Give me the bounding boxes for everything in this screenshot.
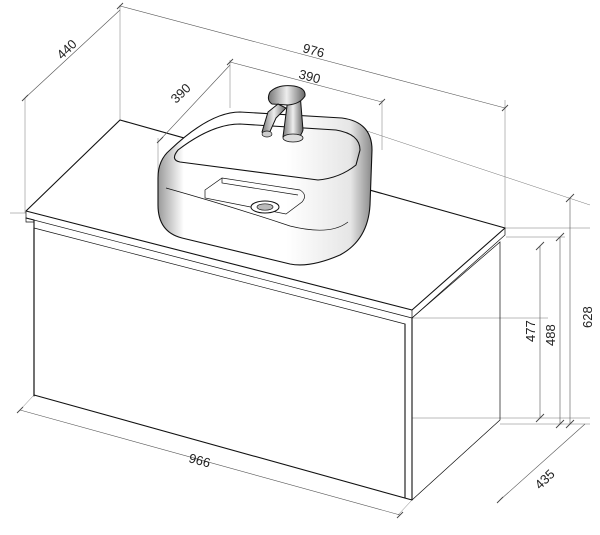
faucet	[261, 85, 306, 143]
dim-basin-depth: 390	[168, 80, 194, 106]
cabinet	[25, 119, 506, 501]
dim-total-depth: 440	[54, 36, 80, 62]
dim-total-width: 976	[301, 40, 326, 60]
dim-cabinet-width: 966	[187, 450, 212, 470]
dim-basin-width: 390	[297, 66, 322, 86]
cabinet-side	[411, 241, 501, 501]
dim-overall-height: 628	[580, 306, 595, 328]
basin-body	[157, 111, 373, 266]
dim-front-height: 477	[523, 320, 538, 342]
dim-cabinet-depth: 435	[532, 466, 558, 492]
dimension-lines	[16, 2, 586, 519]
dim-cabinet-height: 488	[543, 324, 558, 346]
basin	[157, 111, 373, 266]
